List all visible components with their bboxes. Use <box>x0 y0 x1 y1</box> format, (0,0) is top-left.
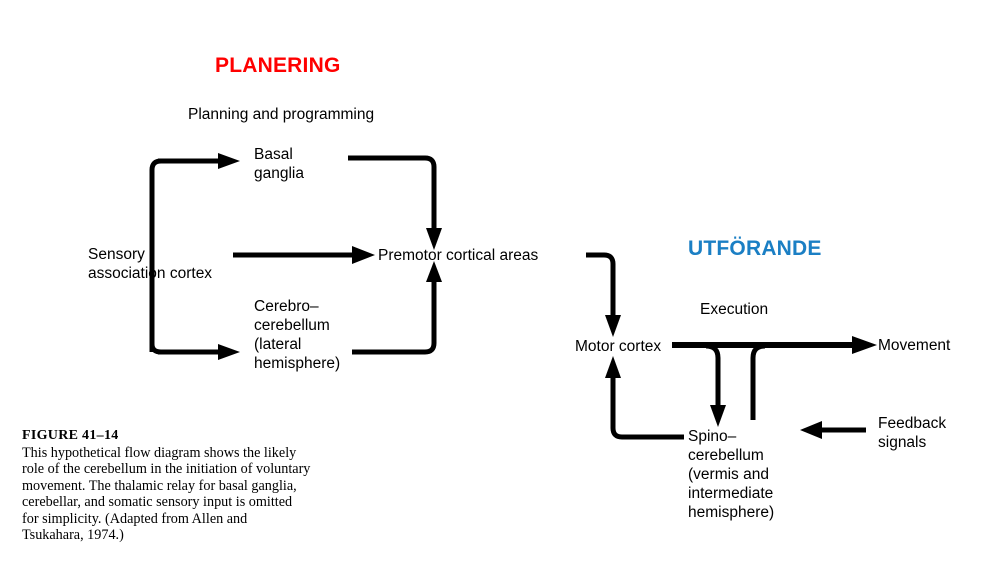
heading-planering: PLANERING <box>215 54 341 77</box>
node-feedback-signals: Feedback signals <box>878 415 947 451</box>
node-basal-ganglia: Basal ganglia <box>254 146 304 182</box>
arrowhead-cerebro-to-premotor <box>426 261 442 282</box>
arrowhead-spino-to-motor <box>605 356 621 378</box>
node-cerebro-cerebellum: Cerebro– cerebellum (lateral hemisphere) <box>254 298 341 372</box>
subheading-planning-and-programming: Planning and programming <box>188 106 375 123</box>
heading-utforande: UTFÖRANDE <box>688 237 822 260</box>
arrowhead-sensory-to-cerebro <box>218 344 240 360</box>
arrowhead-premotor-to-motor <box>605 315 621 337</box>
node-premotor-cortical-areas: Premotor cortical areas <box>378 247 539 264</box>
arrowhead-basal-to-premotor <box>426 228 442 250</box>
node-movement: Movement <box>878 337 951 354</box>
caption-title: FIGURE 41–14 <box>22 428 119 443</box>
arrowhead-branch-to-spino <box>710 405 726 427</box>
figure-caption: FIGURE 41–14 This hypothetical flow diag… <box>22 428 312 543</box>
arrow-spino-branch-to-movement <box>750 343 766 420</box>
arrow-movement-branch-to-spino <box>705 343 721 405</box>
node-sensory-association-cortex: Sensory association cortex <box>88 246 213 282</box>
node-spino-cerebellum: Spino– cerebellum (vermis and intermedia… <box>688 428 775 521</box>
arrow-spino-to-motor-line <box>610 378 684 440</box>
arrow-cerebro-to-premotor-line <box>352 282 437 355</box>
arrow-basal-to-premotor-line <box>348 155 437 228</box>
arrowhead-motor-to-movement <box>852 336 877 354</box>
arrow-premotor-to-motor-line <box>586 252 616 315</box>
arrowhead-sensory-to-basal <box>218 153 240 169</box>
arrowhead-sensory-to-premotor <box>352 246 375 264</box>
node-motor-cortex: Motor cortex <box>575 338 662 355</box>
arrow-sensory-trunk-lower <box>149 246 162 355</box>
caption-body: This hypothetical flow diagram shows the… <box>22 445 311 544</box>
arrowhead-feedback <box>800 421 822 439</box>
subheading-execution: Execution <box>700 301 769 318</box>
